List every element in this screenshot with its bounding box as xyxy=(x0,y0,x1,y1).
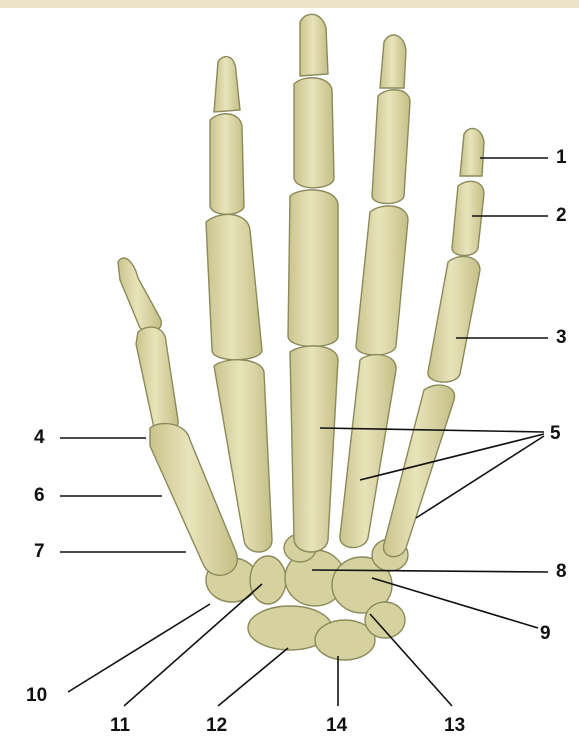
label-14: 14 xyxy=(326,716,347,736)
label-4: 4 xyxy=(34,428,45,448)
label-11: 11 xyxy=(110,716,130,736)
middle-finger-bones xyxy=(288,14,338,552)
label-1: 1 xyxy=(556,148,567,168)
label-8: 8 xyxy=(556,562,567,582)
label-9: 9 xyxy=(540,624,551,644)
label-5: 5 xyxy=(550,424,561,444)
label-10: 10 xyxy=(26,686,47,706)
label-13: 13 xyxy=(444,716,465,736)
label-3: 3 xyxy=(556,328,567,348)
label-12: 12 xyxy=(206,716,227,736)
label-7: 7 xyxy=(34,542,45,562)
label-2: 2 xyxy=(556,206,567,226)
label-6: 6 xyxy=(34,486,45,506)
index-finger-bones xyxy=(206,57,272,552)
